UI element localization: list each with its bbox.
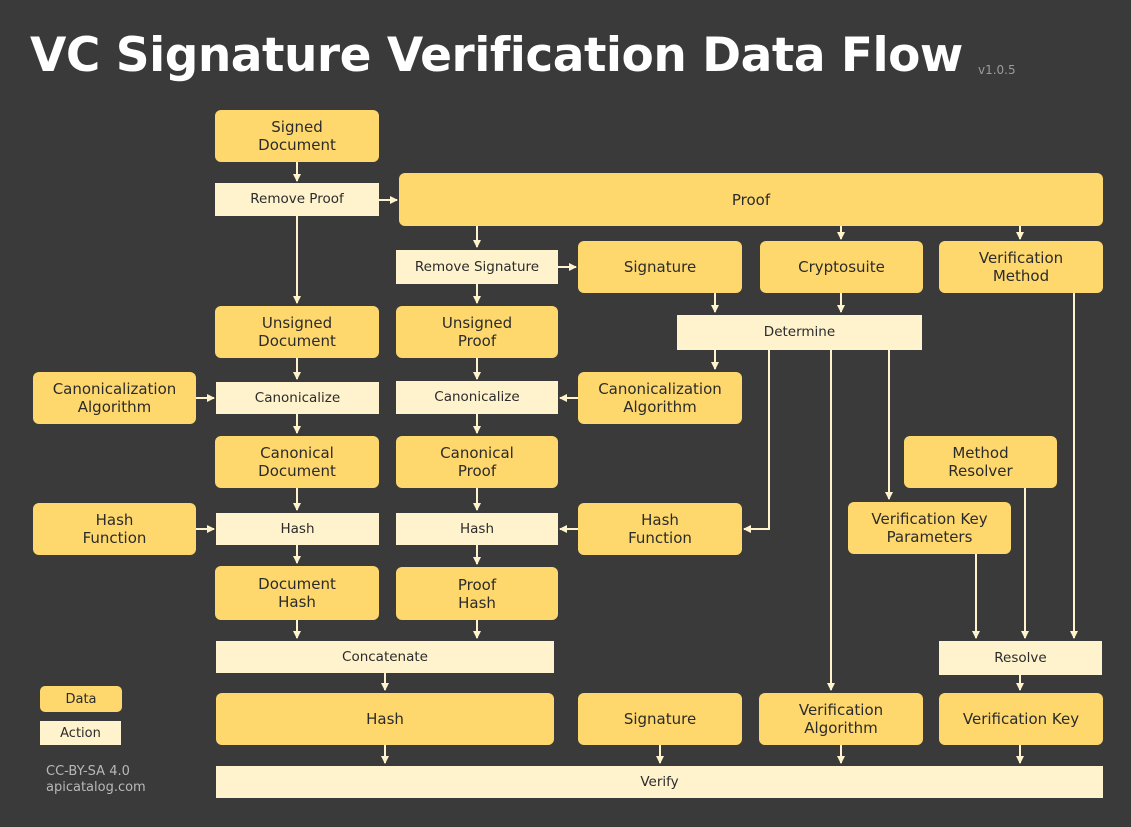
combined-hash-node: Hash: [216, 693, 554, 745]
unsigned-document-node: Unsigned Document: [215, 306, 379, 358]
concatenate-action: Concatenate: [216, 641, 554, 673]
cryptosuite-node: Cryptosuite: [760, 241, 923, 293]
verification-method-node: Verification Method: [939, 241, 1103, 293]
method-resolver-node: Method Resolver: [904, 436, 1057, 488]
verification-algorithm-node: Verification Algorithm: [759, 693, 923, 745]
signed-document-node: Signed Document: [215, 110, 379, 162]
determine-action: Determine: [677, 315, 922, 350]
signature-node-top: Signature: [578, 241, 742, 293]
page-title: VC Signature Verification Data Flow: [30, 28, 963, 83]
hash-proof-action: Hash: [396, 513, 558, 545]
canonical-document-node: Canonical Document: [215, 436, 379, 488]
hash-document-action: Hash: [216, 513, 379, 545]
canonicalize-document-action: Canonicalize: [216, 382, 379, 414]
resolve-action: Resolve: [939, 641, 1102, 675]
license-text: CC-BY-SA 4.0: [46, 764, 130, 779]
hash-function-node-right: Hash Function: [578, 503, 742, 555]
verification-key-parameters-node: Verification Key Parameters: [848, 502, 1011, 554]
canonicalize-proof-action: Canonicalize: [396, 381, 558, 414]
canonicalization-algorithm-node-right: Canonicalization Algorithm: [578, 372, 742, 424]
remove-proof-action: Remove Proof: [215, 183, 379, 216]
hash-function-node-left: Hash Function: [33, 503, 196, 555]
signature-node-bottom: Signature: [578, 693, 742, 745]
proof-hash-node: Proof Hash: [396, 567, 558, 620]
unsigned-proof-node: Unsigned Proof: [396, 306, 558, 358]
canonical-proof-node: Canonical Proof: [396, 436, 558, 488]
verification-key-node: Verification Key: [939, 693, 1103, 745]
legend-data-swatch: Data: [40, 686, 122, 712]
document-hash-node: Document Hash: [215, 566, 379, 620]
arrow-determine-to-hashfn: [743, 350, 770, 533]
canonicalization-algorithm-node-left: Canonicalization Algorithm: [33, 372, 196, 424]
remove-signature-action: Remove Signature: [396, 250, 558, 284]
license-site: apicatalog.com: [46, 780, 146, 795]
legend-action-swatch: Action: [40, 721, 121, 745]
proof-node: Proof: [399, 173, 1103, 226]
version-label: v1.0.5: [978, 63, 1016, 77]
verify-action: Verify: [216, 766, 1103, 798]
